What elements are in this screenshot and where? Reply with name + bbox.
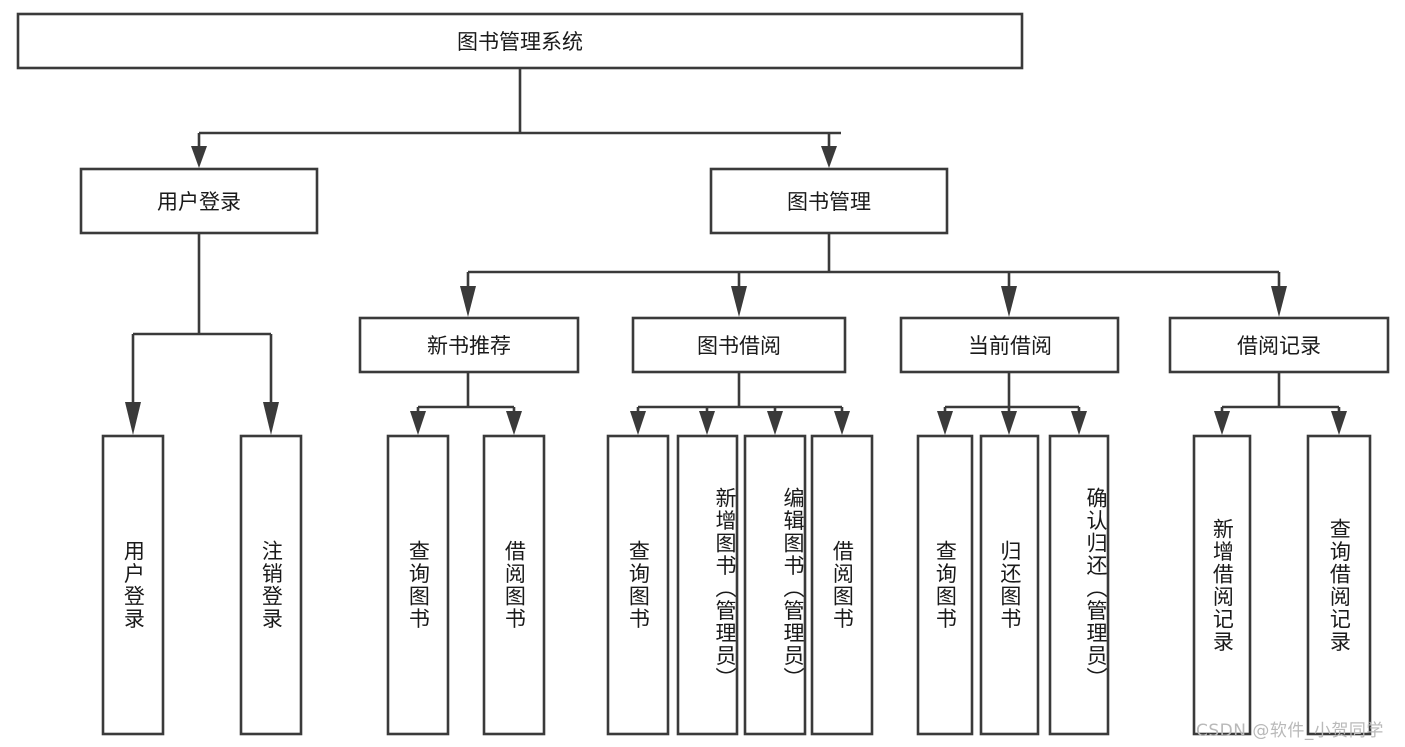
node-new-book-rec[interactable]: 新书推荐 — [358, 316, 580, 374]
leaf-user-logout-box[interactable] — [239, 434, 303, 736]
node-new-book-rec-box[interactable] — [358, 316, 580, 374]
node-root-label: 图书管理系统 — [457, 30, 583, 54]
leaf-query-book-1-box[interactable] — [386, 434, 450, 736]
csdn-watermark: CSDN @软件_小贺同学 — [1196, 721, 1384, 741]
node-book-manage-label: 图书管理 — [787, 190, 871, 214]
connectors-book-manage-to-level3 — [460, 233, 1287, 317]
arrow-head-leaf-query-book-2 — [630, 411, 646, 435]
arrow-head-leaf-query-book-3 — [937, 411, 953, 435]
arrow-head-leaf-user-logout — [263, 402, 279, 435]
node-user-login[interactable]: 用户登录 — [79, 167, 319, 235]
connectors-new-book-rec-to-leaves — [410, 372, 522, 435]
node-root[interactable]: 图书管理系统 — [16, 12, 1024, 70]
connectors-user-login-to-leaves — [125, 233, 279, 435]
arrow-head-leaf-user-login — [125, 402, 141, 435]
leaf-boxes — [101, 434, 1372, 736]
arrow-head-leaf-borrow-book-2 — [834, 411, 850, 435]
arrow-head-leaf-borrow-book-1 — [506, 411, 522, 435]
connectors-book-borrow-to-leaves — [630, 372, 850, 435]
node-user-login-box[interactable] — [79, 167, 319, 235]
node-current-borrow[interactable]: 当前借阅 — [899, 316, 1120, 374]
leaf-return-book-box[interactable] — [979, 434, 1040, 736]
arrow-head-user-login — [191, 146, 207, 168]
arrow-head-leaf-add-book — [699, 411, 715, 435]
node-borrow-record-box[interactable] — [1168, 316, 1390, 374]
arrow-head-leaf-confirm-return — [1071, 411, 1087, 435]
leaf-confirm-return-box[interactable] — [1048, 434, 1110, 736]
node-current-borrow-box[interactable] — [899, 316, 1120, 374]
arrow-head-leaf-add-record — [1214, 411, 1230, 435]
arrow-head-leaf-edit-book — [767, 411, 783, 435]
connectors-root-to-level2 — [191, 68, 841, 168]
node-borrow-record-label: 借阅记录 — [1237, 334, 1321, 358]
leaf-edit-book-box[interactable] — [743, 434, 807, 736]
arrow-head-book-manage — [821, 146, 837, 168]
leaf-query-record-box[interactable] — [1306, 434, 1372, 736]
node-book-borrow[interactable]: 图书借阅 — [631, 316, 847, 374]
node-book-manage[interactable]: 图书管理 — [709, 167, 949, 235]
node-book-borrow-label: 图书借阅 — [697, 334, 781, 358]
leaf-query-book-3-box[interactable] — [916, 434, 974, 736]
node-user-login-label: 用户登录 — [157, 190, 241, 214]
arrow-head-leaf-query-book-1 — [410, 411, 426, 435]
node-new-book-rec-label: 新书推荐 — [427, 334, 511, 358]
leaf-borrow-book-1-box[interactable] — [482, 434, 546, 736]
arrow-head-new-book-rec — [460, 286, 476, 317]
leaf-add-book-box[interactable] — [676, 434, 739, 736]
arrow-head-borrow-record — [1271, 286, 1287, 317]
leaf-user-login-box[interactable] — [101, 434, 165, 736]
leaf-query-book-2-box[interactable] — [606, 434, 670, 736]
arrow-head-book-borrow — [731, 286, 747, 317]
node-root-box[interactable] — [16, 12, 1024, 70]
node-current-borrow-label: 当前借阅 — [968, 334, 1052, 358]
arrow-head-leaf-query-record — [1331, 411, 1347, 435]
node-book-manage-box[interactable] — [709, 167, 949, 235]
arrow-head-leaf-return-book — [1001, 411, 1017, 435]
leaf-add-record-box[interactable] — [1192, 434, 1252, 736]
arrow-head-current-borrow — [1001, 286, 1017, 317]
connectors-current-borrow-to-leaves — [937, 372, 1087, 435]
node-book-borrow-box[interactable] — [631, 316, 847, 374]
leaf-borrow-book-2-box[interactable] — [810, 434, 874, 736]
connectors-borrow-record-to-leaves — [1214, 372, 1347, 435]
node-borrow-record[interactable]: 借阅记录 — [1168, 316, 1390, 374]
